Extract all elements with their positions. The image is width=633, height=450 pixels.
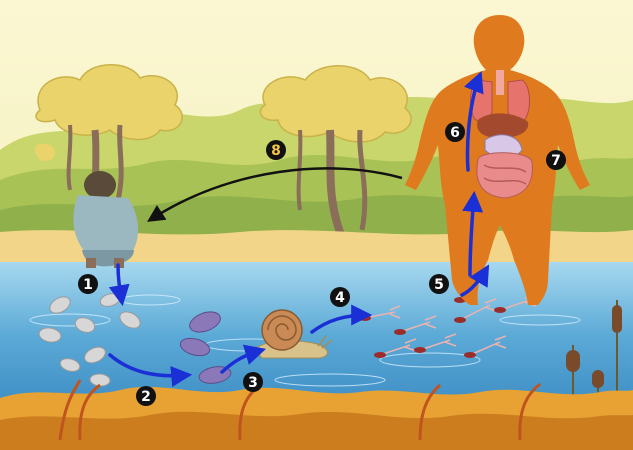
step-number-7: 7 (551, 153, 561, 169)
step-badge-3: 3 (243, 372, 263, 392)
step-number-4: 4 (335, 290, 345, 306)
step-badge-1: 1 (78, 274, 98, 294)
step-badge-6: 6 (445, 122, 465, 142)
step-number-5: 5 (434, 277, 444, 293)
step-number-8: 8 (271, 143, 281, 159)
step-number-6: 6 (450, 125, 460, 141)
step-number-2: 2 (141, 389, 151, 405)
step-number-1: 1 (83, 277, 93, 293)
step-badge-7: 7 (546, 150, 566, 170)
step-badge-4: 4 (330, 287, 350, 307)
step-badge-5: 5 (429, 274, 449, 294)
step-number-3: 3 (248, 375, 258, 391)
step-badge-2: 2 (136, 386, 156, 406)
step-badge-8: 8 (266, 140, 286, 160)
